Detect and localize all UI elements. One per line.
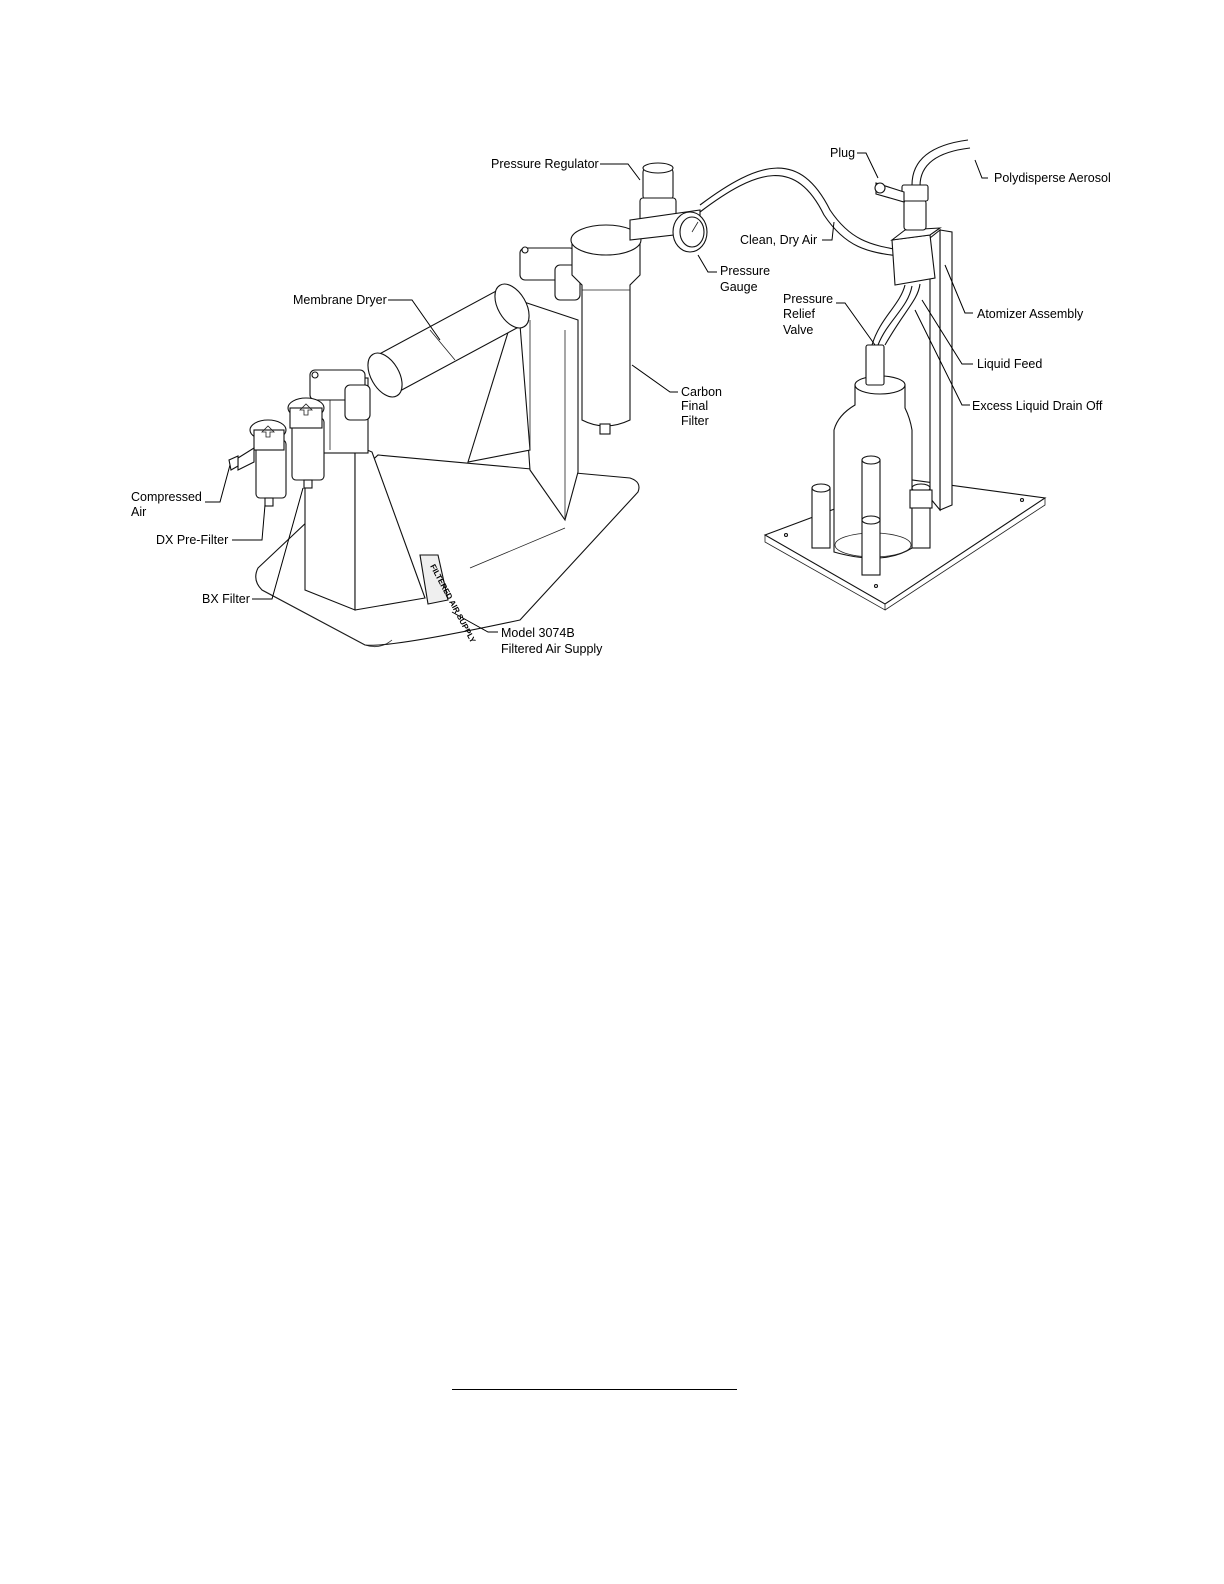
label-relief-line3: Valve (783, 323, 813, 337)
atomizer-assembly-block (875, 183, 940, 285)
label-polydisperse-aerosol: Polydisperse Aerosol (994, 171, 1111, 185)
label-plug: Plug (830, 146, 855, 160)
label-pressure-regulator: Pressure Regulator (491, 157, 599, 171)
label-relief-line2: Relief (783, 307, 815, 321)
label-membrane-dryer: Membrane Dryer (293, 293, 387, 307)
label-pressure-gauge-line1: Pressure (720, 264, 770, 278)
bx-filter (288, 398, 324, 488)
label-liquid-feed: Liquid Feed (977, 357, 1042, 371)
label-compressed-line2: Air (131, 505, 146, 519)
label-model-line1: Model 3074B (501, 626, 575, 640)
label-atomizer-assembly: Atomizer Assembly (977, 307, 1084, 321)
label-carbon-line2: Final (681, 399, 708, 413)
dx-prefilter (229, 420, 286, 506)
footer-rule (452, 1389, 737, 1390)
label-compressed-line1: Compressed (131, 490, 202, 504)
label-clean-dry-air: Clean, Dry Air (740, 233, 817, 247)
label-relief-line1: Pressure (783, 292, 833, 306)
label-bx-filter: BX Filter (202, 592, 250, 606)
label-model-line2: Filtered Air Supply (501, 642, 603, 656)
polydisperse-aerosol-hose (912, 140, 970, 186)
label-carbon-line1: Carbon (681, 385, 722, 399)
label-carbon-line3: Filter (681, 414, 709, 428)
liquid-tubes (872, 284, 920, 345)
carbon-final-filter (571, 225, 641, 434)
pressure-gauge (673, 212, 707, 252)
label-dx-prefilter: DX Pre-Filter (156, 533, 228, 547)
label-excess-liquid: Excess Liquid Drain Off (972, 399, 1103, 413)
label-pressure-gauge-line2: Gauge (720, 280, 758, 294)
